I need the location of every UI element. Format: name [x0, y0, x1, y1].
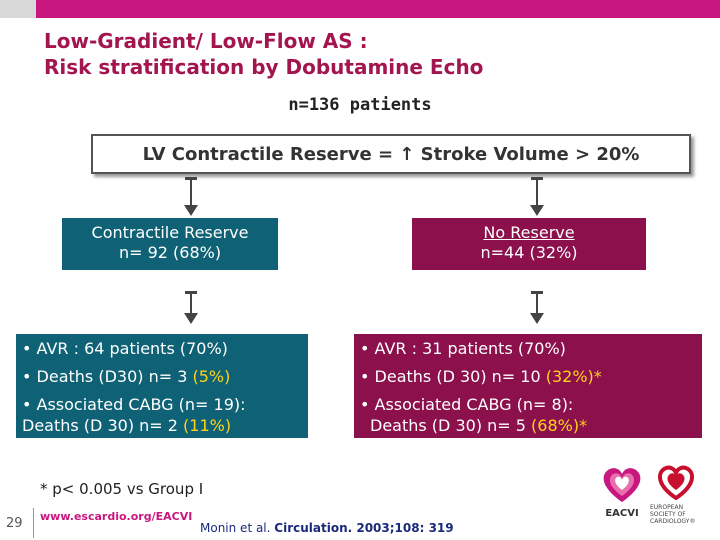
- eacvi-logo: EACVI: [598, 464, 646, 524]
- arrow-down-icon: [530, 292, 544, 324]
- arrow-tick: [185, 177, 197, 180]
- page-number: 29: [6, 516, 23, 531]
- banner-pink-block: [36, 0, 720, 18]
- contractile-reserve-box: Contractile Reserve n= 92 (68%): [62, 218, 278, 270]
- reserve-count: n= 92 (68%): [118, 243, 222, 262]
- esc-logo-text: EUROPEAN SOCIETY OF CARDIOLOGY®: [650, 504, 716, 525]
- left-deaths-pct: (5%): [192, 367, 231, 386]
- definition-suffix: Stroke Volume > 20%: [414, 143, 640, 165]
- slide-title: Low-Gradient/ Low-Flow AS : Risk stratif…: [44, 28, 483, 80]
- left-cabg-deaths: Deaths (D 30) n= 2 (11%): [22, 415, 231, 436]
- eacvi-heart-icon: [603, 468, 641, 502]
- arrow-tick: [531, 291, 543, 294]
- right-cabg-pct: (68%)*: [531, 416, 588, 435]
- arrow-down-icon: [530, 178, 544, 216]
- right-deaths-label: • Deaths (D 30) n= 10: [360, 367, 546, 386]
- right-deaths: • Deaths (D 30) n= 10 (32%)*: [360, 366, 602, 387]
- right-cabg-deaths-label: Deaths (D 30) n= 5: [370, 416, 532, 435]
- left-cabg-deaths-label: Deaths (D 30) n= 2: [22, 416, 184, 435]
- reserve-label: Contractile Reserve: [91, 223, 249, 242]
- definition-box: LV Contractile Reserve = ↑ Stroke Volume…: [91, 134, 691, 174]
- right-cabg-deaths: Deaths (D 30) n= 5 (68%)*: [370, 415, 587, 436]
- esc-heart-icon: [657, 465, 695, 501]
- reserve-outcomes-panel: • AVR : 64 patients (70%) • Deaths (D30)…: [16, 334, 308, 438]
- right-avr: • AVR : 31 patients (70%): [360, 339, 566, 358]
- esc-logo: EUROPEAN SOCIETY OF CARDIOLOGY®: [650, 464, 716, 534]
- citation: Monin et al. Circulation. 2003;108: 319: [200, 521, 454, 535]
- patient-count: n=136 patients: [288, 95, 432, 115]
- citation-journal: Circulation. 2003;108: 319: [274, 521, 454, 535]
- right-cabg: • Associated CABG (n= 8):: [360, 395, 574, 414]
- banner-grey-block: [0, 0, 36, 18]
- citation-authors: Monin et al.: [200, 521, 275, 535]
- arrow-down-icon: [184, 178, 198, 216]
- title-line-2: Risk stratification by Dobutamine Echo: [44, 55, 484, 79]
- left-avr: • AVR : 64 patients (70%): [22, 339, 228, 358]
- no-reserve-label: No Reserve: [483, 223, 575, 242]
- footer-url[interactable]: www.escardio.org/EACVI: [40, 510, 193, 523]
- esc-text-2: SOCIETY OF: [650, 511, 686, 518]
- right-deaths-pct: (32%)*: [545, 367, 602, 386]
- left-cabg-pct: (11%): [183, 416, 232, 435]
- esc-text-1: EUROPEAN: [650, 504, 684, 511]
- arrow-tick: [185, 291, 197, 294]
- no-reserve-count: n=44 (32%): [480, 243, 578, 262]
- eacvi-logo-text: EACVI: [605, 508, 639, 519]
- footer-divider: [33, 508, 34, 538]
- top-banner: [0, 0, 720, 18]
- left-deaths-label: • Deaths (D30) n= 3: [22, 367, 193, 386]
- left-cabg: • Associated CABG (n= 19):: [22, 395, 246, 414]
- title-line-1: Low-Gradient/ Low-Flow AS :: [44, 29, 368, 53]
- no-reserve-outcomes-panel: • AVR : 31 patients (70%) • Deaths (D 30…: [354, 334, 702, 438]
- definition-prefix: LV Contractile Reserve =: [142, 143, 400, 165]
- left-deaths: • Deaths (D30) n= 3 (5%): [22, 366, 230, 387]
- up-arrow-icon: ↑: [399, 143, 415, 165]
- arrow-tick: [531, 177, 543, 180]
- esc-text-3: CARDIOLOGY®: [650, 518, 696, 525]
- no-reserve-box: No Reserve n=44 (32%): [412, 218, 646, 270]
- arrow-down-icon: [184, 292, 198, 324]
- significance-footnote: * p< 0.005 vs Group I: [40, 480, 204, 498]
